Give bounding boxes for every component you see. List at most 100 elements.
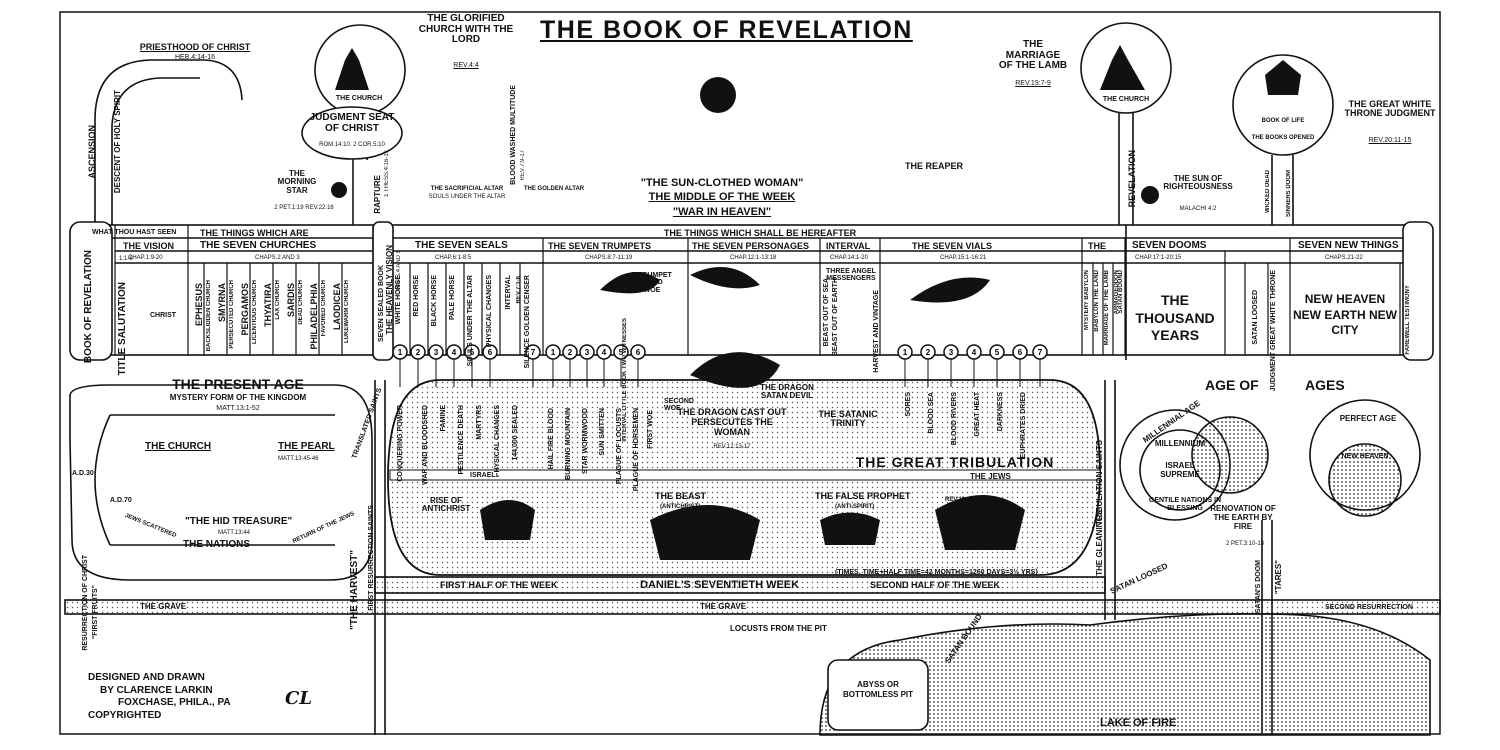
church-sub: Lukewarm Church [344, 280, 350, 343]
times-label: (Times, Time+Half Time=42 Months=1260 Da… [835, 569, 1038, 576]
beast-sea-label: Beast Out Of Sea [823, 278, 830, 347]
renovation-label: Renovation Of The Earth By Fire [1210, 504, 1276, 531]
title-salutation-label: Title Salutation [117, 282, 128, 376]
sun-righteousness-label: The Sun Of Righteousness [1163, 174, 1233, 192]
title-ref: 1:1-8 [119, 256, 133, 262]
interval-ref: Chap.14:1-20 [830, 255, 868, 261]
interval-header: Interval [826, 241, 871, 251]
seventh-trumpet-label: 7 Trumpet Third Woe [632, 272, 672, 294]
personages-ref: Chap.12:1-13:18 [730, 255, 777, 261]
trumpet-result: Burning Mountain [565, 408, 572, 480]
harvest-label: "The Harvest" [349, 550, 360, 630]
credit-line-1: Designed And Drawn [88, 672, 205, 683]
rapture-ref: 1 Thess.4:16-17 [384, 150, 390, 197]
page-title: The Book Of Revelation [540, 16, 913, 44]
renovation-ref: 2 Pet.3:10-13 [1225, 541, 1265, 547]
church-label-right: The Church [1102, 96, 1150, 103]
personages-header: The Seven Personages [692, 241, 810, 251]
dooms-header: Seven Dooms [1132, 240, 1207, 251]
seal-name: Red Horse [413, 275, 420, 317]
judgment-seat-oval [301, 106, 403, 160]
credit-block: Designed And Drawn By Clarence Larkin Fo… [88, 672, 231, 722]
church-building-right [1100, 45, 1145, 90]
credit-line-4: Copyrighted [88, 709, 162, 721]
seal-marker-number: 4 [452, 348, 457, 357]
trumpet-result: Plague Of Locusts [616, 408, 623, 485]
israel-supreme-label: Israel Supreme [1160, 461, 1200, 479]
scroll-dividers [114, 225, 1401, 355]
credit-line-3: FoxChase, Phila., Pa [118, 697, 231, 708]
satanic-trinity-label: The Satanic Trinity [818, 409, 878, 429]
false-prophet-label: The False Prophet [815, 491, 911, 501]
seal-marker-number: 2 [416, 348, 421, 357]
beast-figure [650, 505, 760, 560]
false-sub: (Anti-Spirit) [835, 504, 875, 510]
seal-name: Interval [505, 275, 512, 310]
white-throne-disk [1232, 54, 1334, 156]
new-heaven-earth-city-label: New Heaven New Earth New City [1293, 292, 1397, 338]
angel-figure [600, 267, 760, 294]
vial-marker-number: 3 [949, 348, 954, 357]
wicked-dead-label: Wicked Dead [1265, 170, 1271, 213]
seal-name: White Horse [395, 275, 402, 325]
satan-loosed-col-label: Satan Loosed [1252, 290, 1259, 345]
farewell-label: Farewell Testimony [1405, 285, 1411, 355]
heavenly-vision-label: The Heavenly Vision [385, 245, 394, 335]
first-fruits-label: "First Fruits" [92, 585, 99, 640]
church-sub: Dead Church [298, 280, 304, 325]
first-half-label: First Half Of The Week [440, 580, 558, 590]
sacrificial-altar-label: The Sacrificial Altar [430, 186, 504, 192]
trumpet-marker-number: 4 [602, 348, 607, 357]
marriage-church-disk [1080, 22, 1172, 114]
doom-name: Satan Bound [1118, 270, 1124, 314]
abyss-label: Abyss Or Bottomless Pit [842, 680, 914, 699]
rise-antichrist-label: Rise Of Antichrist [421, 496, 471, 514]
seal-result: 144,000 Sealed [512, 405, 519, 461]
jews-label: The Jews [970, 472, 1011, 481]
glorified-church-label: The Glorified Church With The Lord [418, 13, 514, 45]
spirit-arch [111, 77, 200, 225]
church-center-label: The Church [145, 441, 212, 452]
morning-star-ref: 2 Pet.1:19 Rev.22:16 [274, 205, 334, 211]
church-building-left [335, 48, 369, 90]
trumpets-header: The Seven Trumpets [548, 241, 652, 251]
seal-name: Black Horse [431, 275, 438, 327]
dragon-devil-label: The Dragon Satan Devil [760, 383, 814, 400]
hereafter-header: The Things Which Shall Be Hereafter [663, 228, 857, 238]
what-seen-header: What Thou Hast Seen [92, 229, 177, 236]
vial-marker-number: 4 [972, 348, 977, 357]
seal-marker-number: 3 [434, 348, 439, 357]
churches-header: The Seven Churches [200, 240, 317, 251]
church-inner-loop [94, 414, 335, 546]
church-sub: Lax Church [275, 280, 281, 320]
sealed-book-label: Seven Sealed Book [378, 265, 385, 343]
gwt-ref: Rev.20:11-15 [1368, 137, 1412, 144]
trumpet-marker-number: 2 [568, 348, 573, 357]
marriage-lamb-label: The Marriage Of The Lamb [998, 39, 1068, 71]
grave-band [64, 599, 1441, 615]
perfect-age-label: Perfect Age [1339, 414, 1397, 423]
grave-left-label: The Grave [140, 602, 187, 611]
vial-angel-figure [910, 277, 990, 303]
judgment-throne-col-label: Judgment Great White Throne [1270, 270, 1277, 392]
new-things-ref: Chaps.21-22 [1325, 255, 1363, 261]
seals-ref: Chap.6:1-8:5 [435, 255, 472, 261]
vial-marker-number: 7 [1038, 348, 1043, 357]
vial-result: Blood Sea [928, 392, 935, 434]
star-figure [331, 182, 347, 198]
israel-band [389, 469, 1101, 481]
priesthood-ref: Heb.4:14-16 [174, 54, 216, 61]
age-of-label: Age Of [1205, 377, 1259, 393]
mystery-form-label: Mystery Form Of The Kingdom [169, 393, 307, 402]
judgment-ref: Rom.14:10. 2 Cor.5:10 [319, 142, 385, 148]
ages-label: Ages [1305, 377, 1345, 393]
great-trib-label: The Great Tribulation [855, 454, 1055, 470]
blood-washed-label: Blood Washed Multitude [510, 85, 517, 185]
left-roll-label: Book Of Revelation [83, 250, 94, 364]
priesthood-label: Priesthood Of Christ [139, 42, 251, 52]
ascension-label: Ascension [87, 125, 97, 179]
descent-spirit-label: Descent Of Holy Spirit [113, 90, 122, 194]
